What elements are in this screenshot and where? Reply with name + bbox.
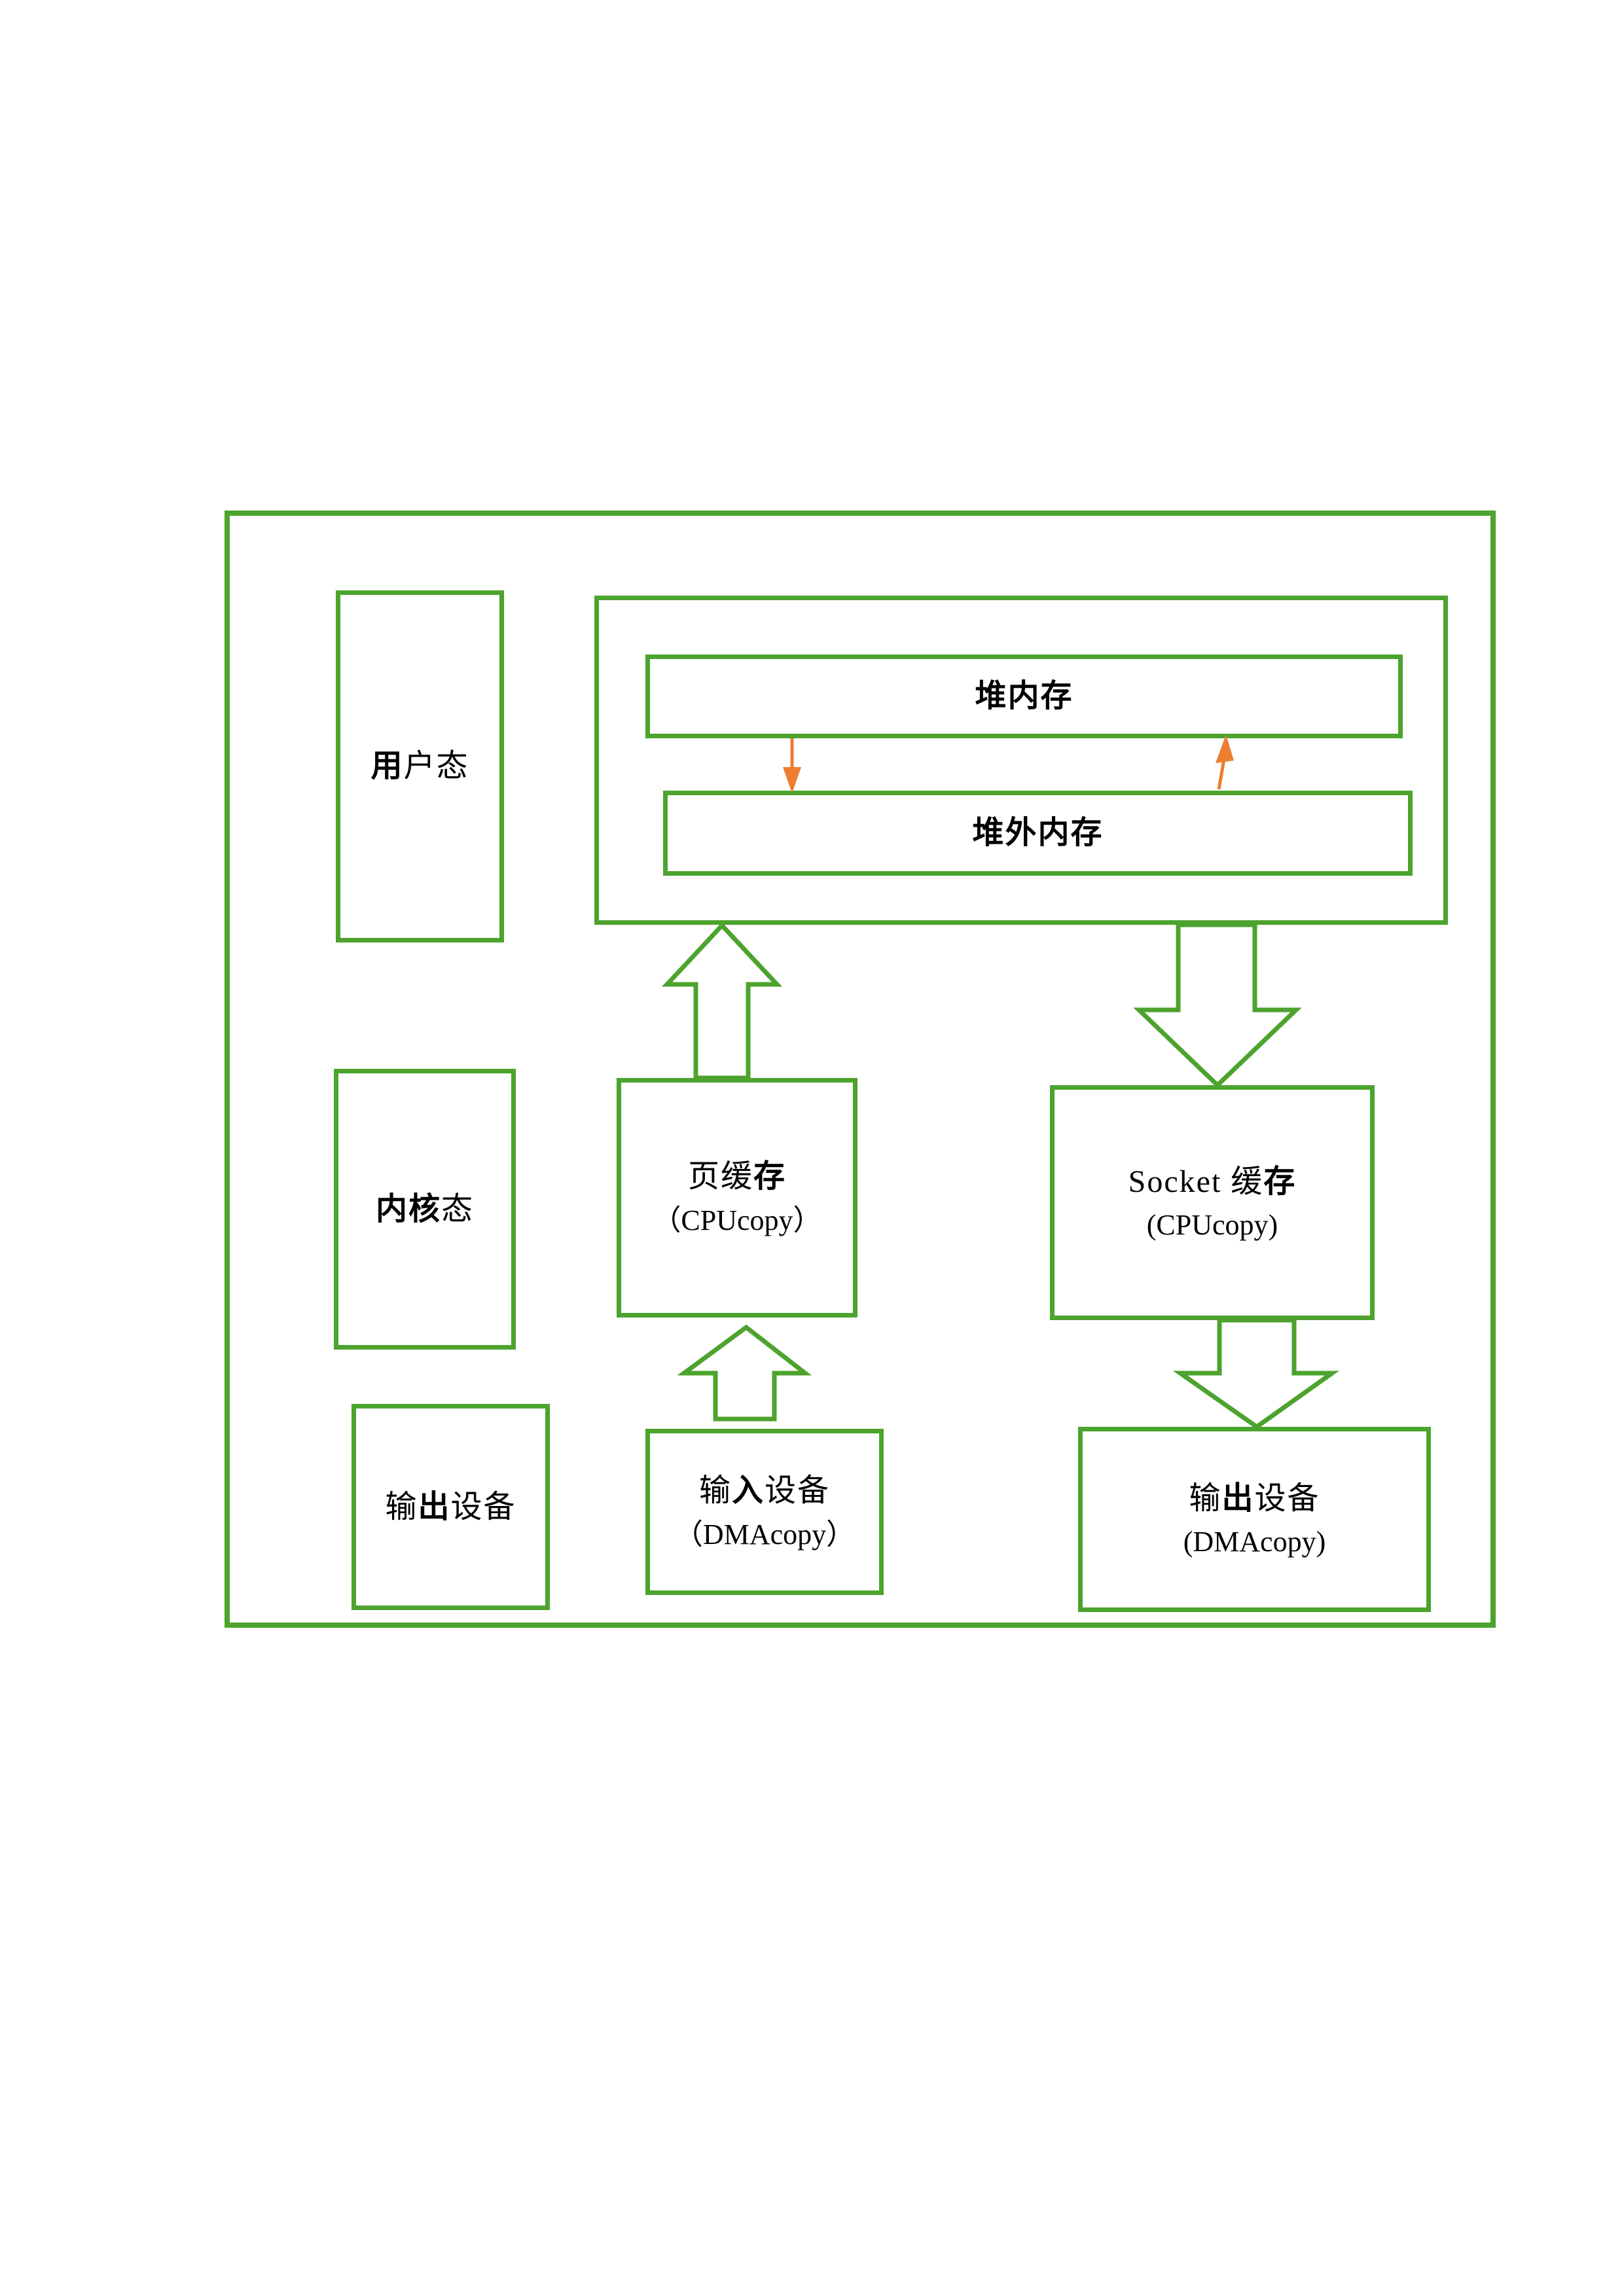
diagram-outer-frame (225, 511, 1496, 1628)
output-device-right-label: 输出设备 (1189, 1480, 1320, 1516)
socket-cache-label: Socket 缓存 (1128, 1164, 1297, 1199)
user-mode-box: 用户态 (336, 590, 504, 942)
offheap-memory-box: 堆外内存 (663, 791, 1413, 876)
socket-cache-sublabel: (CPUcopy) (1146, 1209, 1278, 1242)
heap-memory-box: 堆内存 (645, 655, 1403, 738)
output-device-right-sublabel: (DMAcopy) (1183, 1526, 1326, 1558)
socket-cache-box: Socket 缓存 (CPUcopy) (1050, 1085, 1375, 1320)
user-mode-label: 用户态 (370, 749, 469, 784)
kernel-mode-label: 内核态 (375, 1191, 475, 1227)
input-device-box: 输入设备 （DMAcopy） (645, 1429, 884, 1595)
page-cache-label: 页缓存 (687, 1159, 787, 1194)
output-device-left-box: 输出设备 (352, 1404, 550, 1610)
input-device-label: 输入设备 (698, 1473, 831, 1509)
page-cache-sublabel: （CPUcopy） (652, 1204, 822, 1236)
output-device-left-label: 输出设备 (385, 1489, 516, 1524)
input-device-sublabel: （DMAcopy） (674, 1518, 856, 1551)
kernel-mode-box: 内核态 (334, 1069, 516, 1350)
offheap-memory-label: 堆外内存 (972, 816, 1104, 851)
heap-memory-label: 堆内存 (975, 679, 1074, 714)
output-device-right-box: 输出设备 (DMAcopy) (1078, 1427, 1431, 1612)
page-cache-box: 页缓存 （CPUcopy） (617, 1078, 857, 1318)
